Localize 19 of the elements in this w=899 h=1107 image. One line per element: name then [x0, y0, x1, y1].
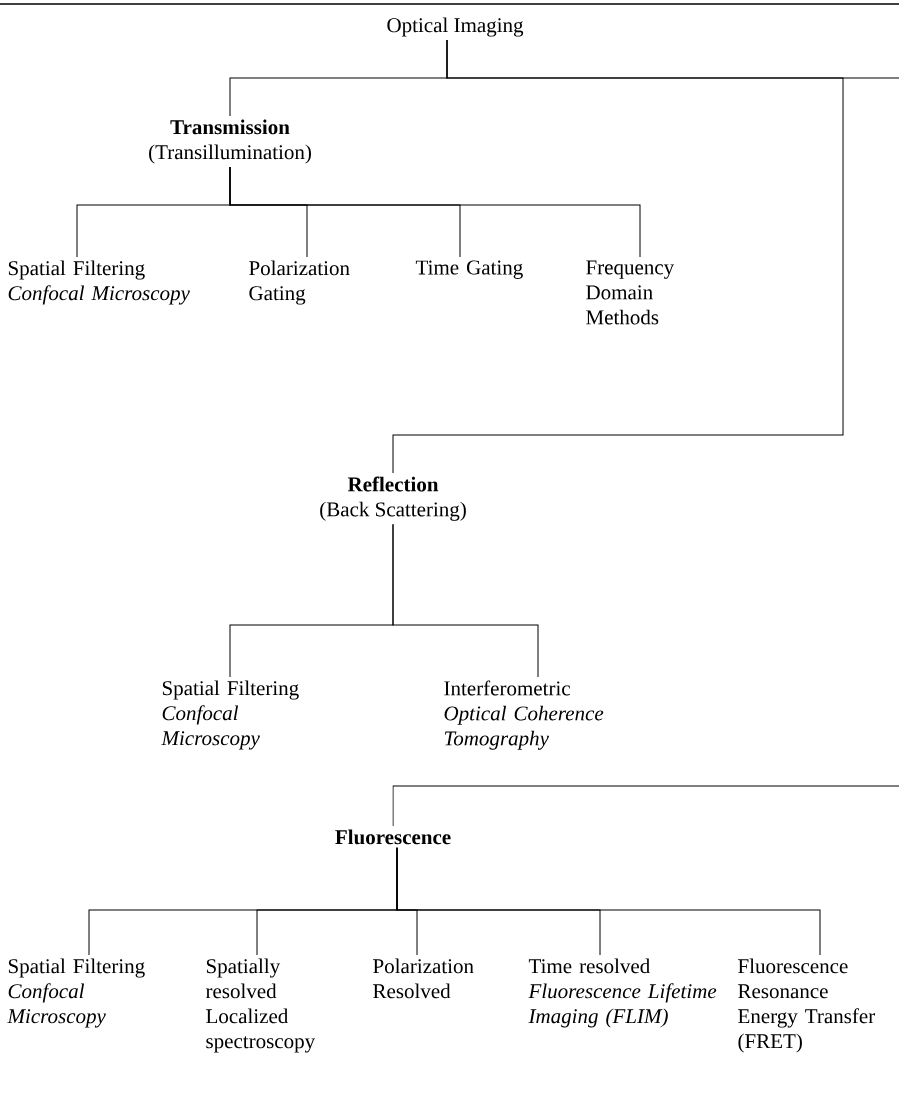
root-heading: Optical Imaging	[387, 17, 524, 37]
connector-line	[392, 39, 899, 827]
method-label: Spatially resolved Localized spectroscopy	[205, 958, 316, 1053]
category-heading: Reflection (Back Scattering)	[320, 476, 466, 521]
method-label: Spatial Filtering Confocal Microscopy	[7, 958, 145, 1028]
connector-line	[229, 166, 641, 258]
method-label: Frequency Domain Methods	[586, 260, 675, 325]
category-heading: Fluorescence	[335, 829, 451, 845]
connector-line	[392, 523, 539, 678]
method-label: Interferometric Optical Coherence Tomography	[444, 680, 604, 750]
method-label: Spatial Filtering Confocal Microscopy	[161, 680, 299, 750]
category-heading: Transmission (Transillumination)	[149, 119, 311, 164]
method-label: Time resolved Fluorescence Lifetime Imaging (FLIM)	[528, 958, 717, 1028]
connector-line	[396, 847, 821, 956]
method-label: Polarization Resolved	[373, 958, 474, 999]
method-label: Time Gating	[415, 260, 523, 279]
method-label: Spatial Filtering Confocal Microscopy	[8, 260, 190, 305]
method-label: Fluorescence Resonance Energy Transfer (FRET)	[738, 958, 875, 1053]
method-label: Polarization Gating	[249, 260, 350, 305]
